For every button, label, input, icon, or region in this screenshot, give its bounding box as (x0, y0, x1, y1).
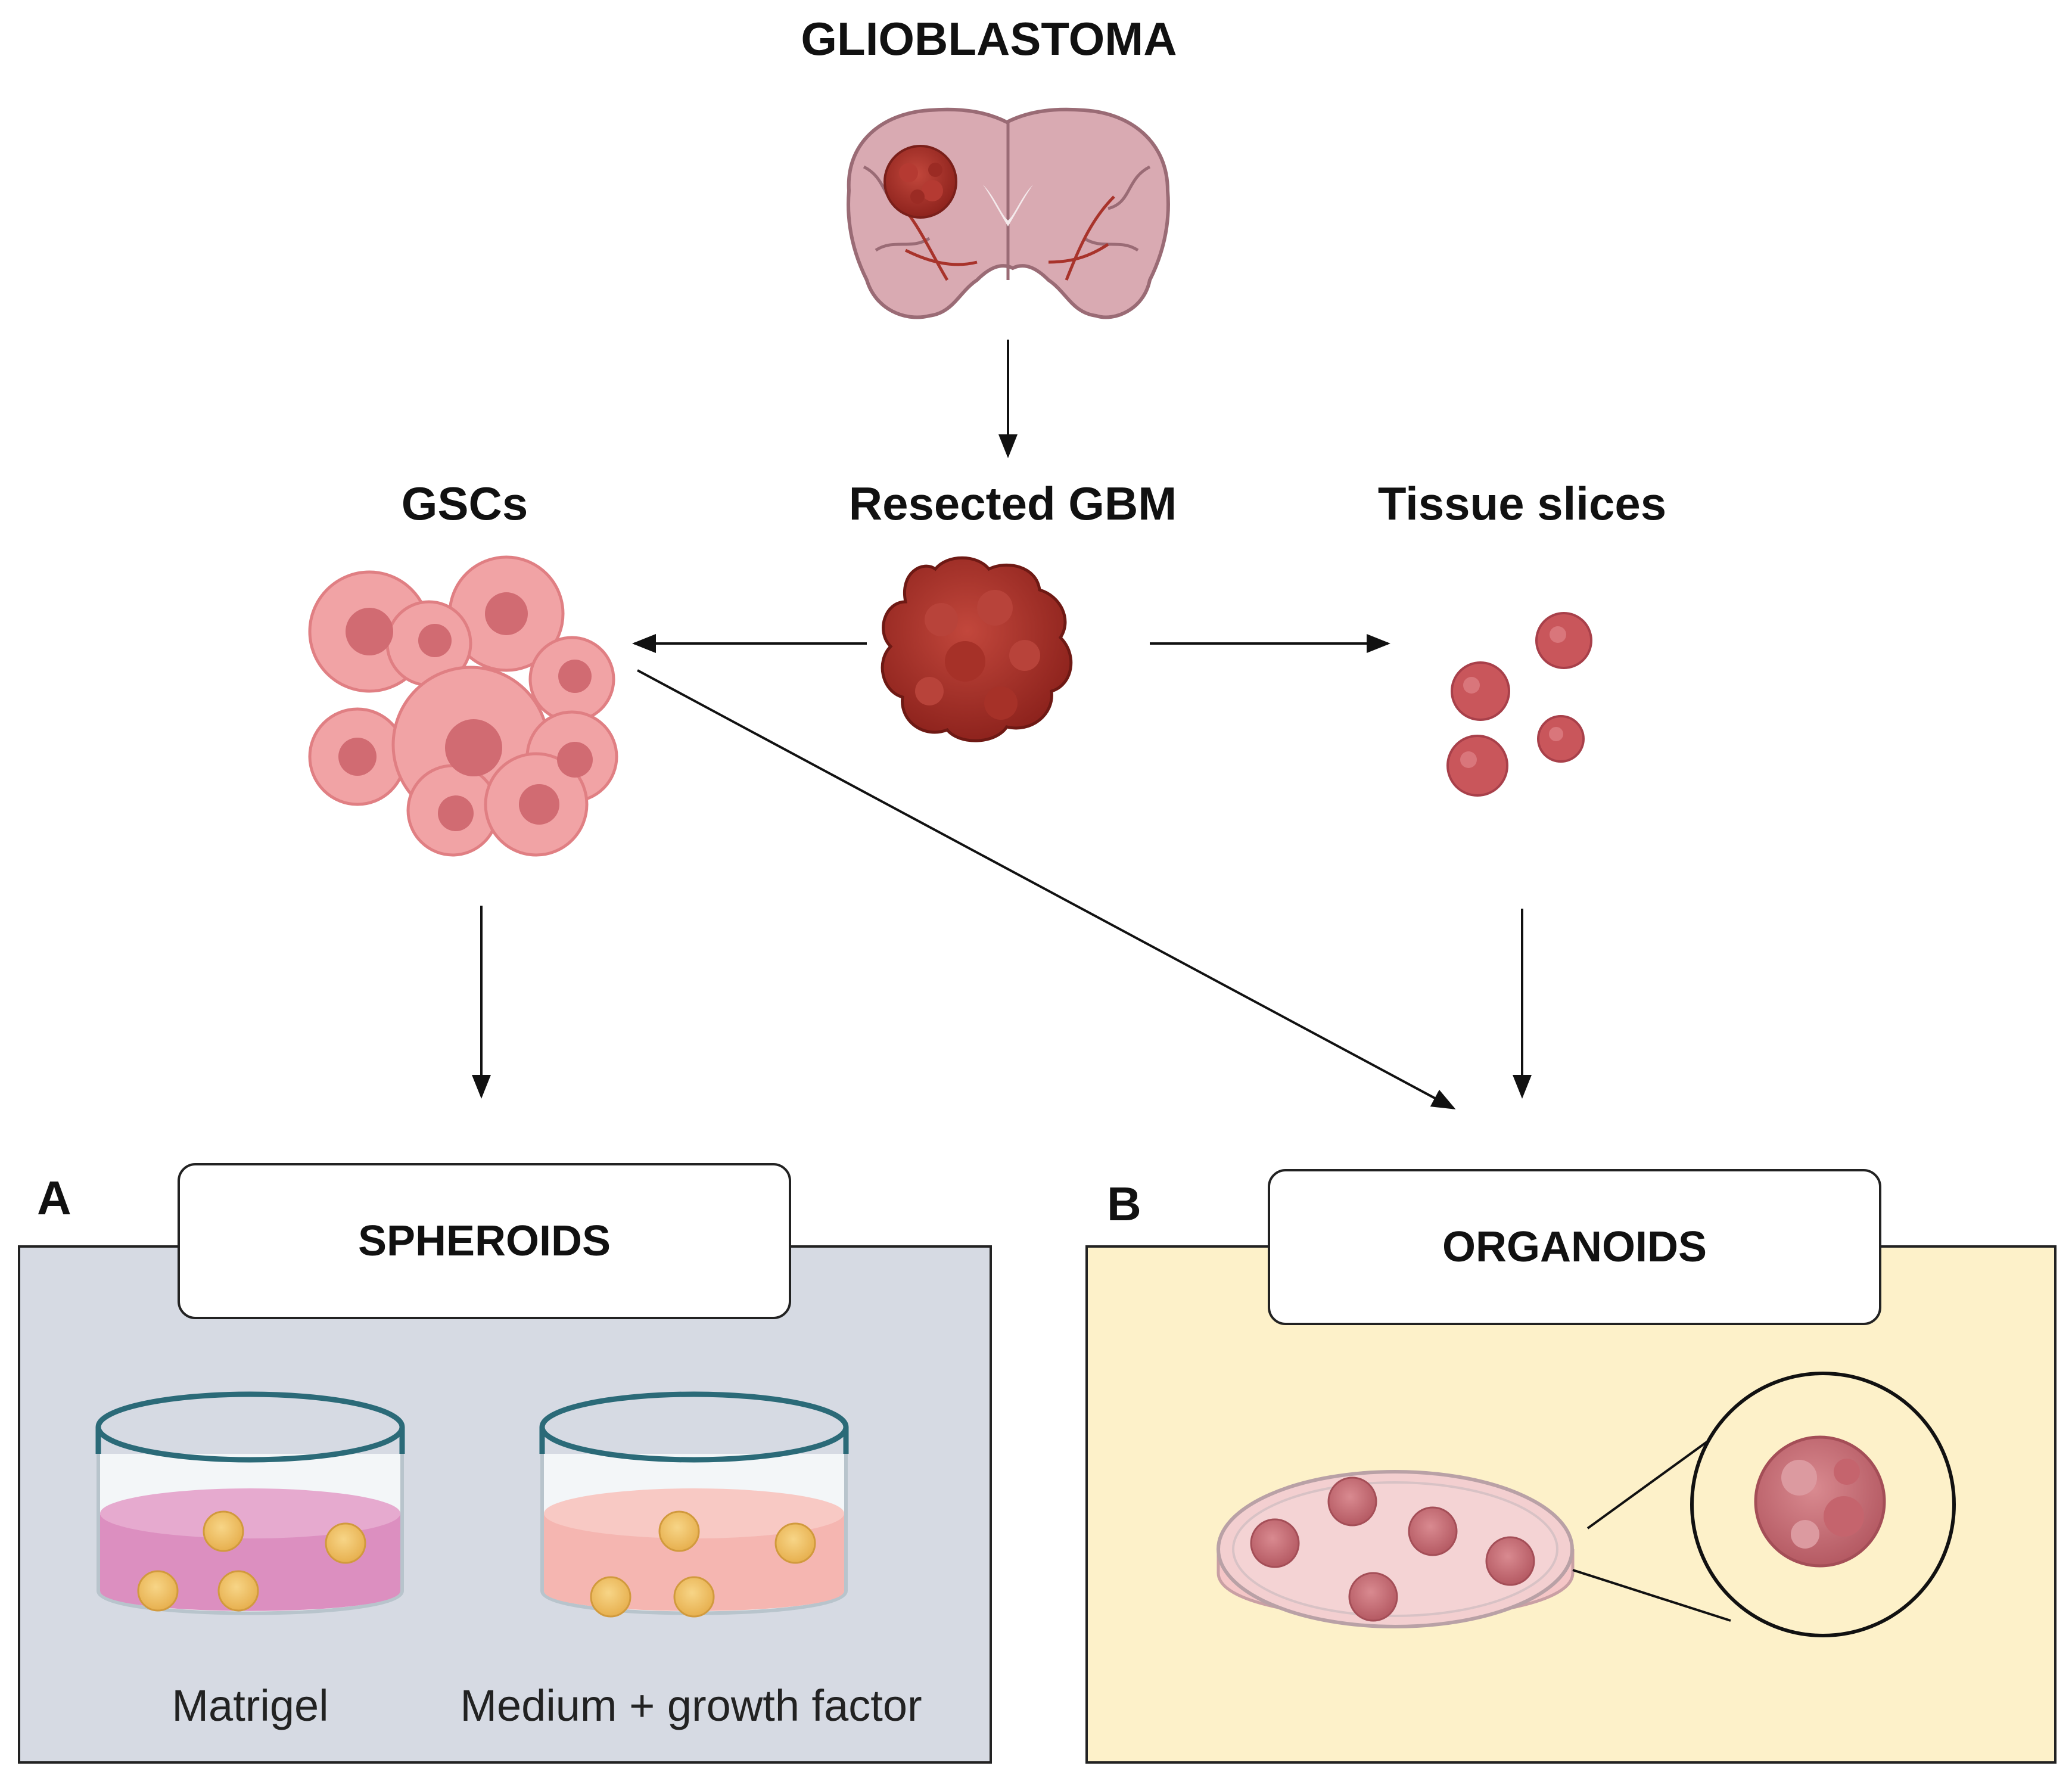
culture-dish-icon (95, 1391, 405, 1615)
arrow-gscs-to-organoids (637, 669, 1456, 1109)
tumor-mass-icon (881, 556, 1073, 742)
spheroids-title-box: SPHEROIDS (178, 1163, 791, 1319)
page-title: GLIOBLASTOMA (801, 13, 1177, 65)
organoids-title-box: ORGANOIDS (1268, 1169, 1881, 1325)
spheroids-title: SPHEROIDS (357, 1217, 611, 1265)
resected-gbm-label: Resected GBM (848, 477, 1177, 530)
panel-b-letter: B (1107, 1177, 1141, 1230)
stem-cell-cluster-icon (308, 555, 618, 857)
organoids-title: ORGANOIDS (1442, 1223, 1707, 1271)
medium-caption: Medium + growth factor (460, 1681, 922, 1730)
tissue-slices-label: Tissue slices (1377, 477, 1667, 530)
matrigel-caption: Matrigel (172, 1681, 329, 1730)
gscs-label: GSCs (401, 477, 528, 530)
panel-a-letter: A (37, 1171, 71, 1224)
tissue-slice-icon (1446, 612, 1592, 797)
magnifier-icon (1572, 1372, 1956, 1637)
culture-dish-icon (539, 1391, 849, 1618)
brain-tumor-icon (847, 107, 1170, 319)
flow-arrows (472, 340, 1532, 1109)
petri-dish-icon (1217, 1470, 1575, 1628)
